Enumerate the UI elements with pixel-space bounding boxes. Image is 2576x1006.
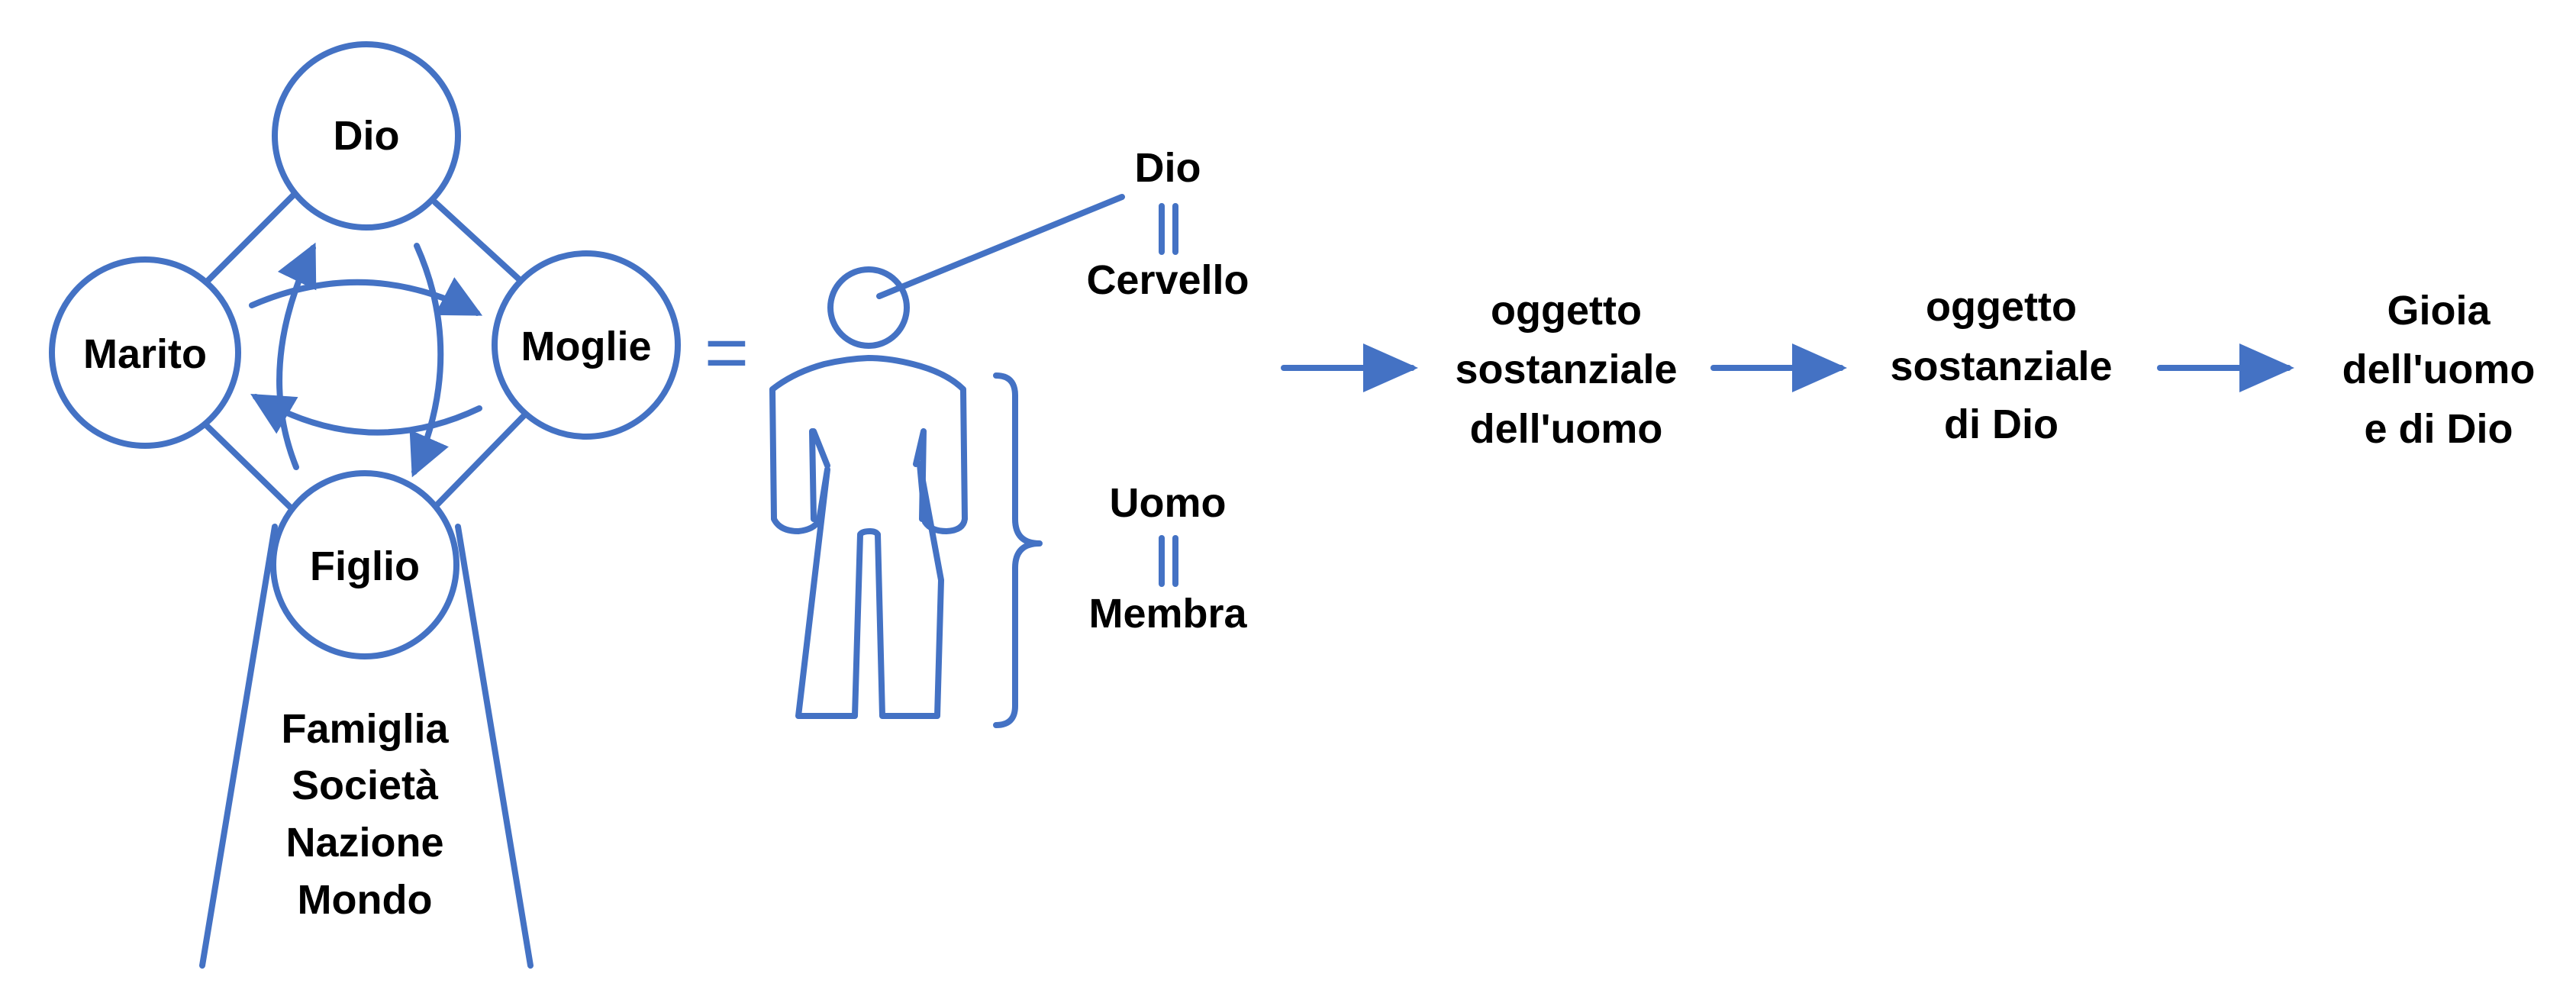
cone-line-famiglia: Famiglia (281, 706, 449, 752)
connector-marito-figlio (202, 421, 299, 516)
flow-step-1: oggetto sostanziale dell'uomo (1455, 288, 1677, 452)
circle-marito-label: Marito (83, 331, 207, 377)
flow-step-3-line-2: dell'uomo (2342, 347, 2536, 392)
equiv-mark-head (1159, 203, 1178, 255)
cone-line-mondo: Mondo (298, 877, 433, 923)
curved-arrow-dio-to-figlio (409, 243, 449, 478)
person-body-label: Uomo (1110, 480, 1227, 526)
person-body-equiv: Membra (1088, 591, 1247, 637)
flow-step-3-line-3: e di Dio (2364, 406, 2513, 452)
circle-figlio: Figlio (270, 470, 459, 659)
head-pointer-line (876, 194, 1125, 299)
flow-step-3: Gioia dell'uomo e di Dio (2342, 288, 2536, 452)
circle-moglie: Moglie (492, 250, 681, 440)
flow-step-1-line-2: sostanziale (1455, 347, 1677, 392)
curly-brace-icon (993, 372, 1043, 728)
circle-dio-label: Dio (334, 113, 400, 159)
connector-dio-marito (205, 192, 297, 284)
curved-arrow-moglie-to-marito (250, 393, 482, 436)
human-figure-icon (769, 266, 968, 719)
cone-line-nazione: Nazione (285, 820, 443, 866)
circle-figlio-label: Figlio (310, 543, 420, 589)
cone-left-edge (199, 524, 278, 969)
cone-right-edge (455, 524, 534, 969)
flow-step-2-line-2: sostanziale (1890, 343, 2112, 389)
equals-sign: = (704, 310, 749, 395)
person-head-equiv: Cervello (1086, 257, 1249, 303)
cone-line-societa: Società (292, 763, 439, 808)
equiv-mark-body (1159, 535, 1178, 587)
circle-moglie-label: Moglie (521, 324, 652, 369)
flow-step-3-line-1: Gioia (2387, 288, 2491, 334)
curved-arrow-marito-to-moglie (249, 277, 483, 316)
circle-dio: Dio (272, 41, 461, 231)
flow-step-2: oggetto sostanziale di Dio (1890, 284, 2112, 447)
connector-dio-moglie (432, 199, 530, 289)
flow-step-1-line-3: dell'uomo (1470, 406, 1663, 452)
flow-step-1-line-1: oggetto (1491, 288, 1642, 334)
circle-marito: Marito (49, 256, 241, 449)
flow-step-2-line-3: di Dio (1944, 401, 2059, 447)
curved-arrow-figlio-to-dio (276, 242, 317, 470)
person-head-label: Dio (1135, 145, 1201, 191)
connector-moglie-figlio (432, 413, 527, 510)
flow-step-2-line-1: oggetto (1926, 284, 2077, 330)
cone-text: Famiglia Società Nazione Mondo (281, 706, 449, 923)
